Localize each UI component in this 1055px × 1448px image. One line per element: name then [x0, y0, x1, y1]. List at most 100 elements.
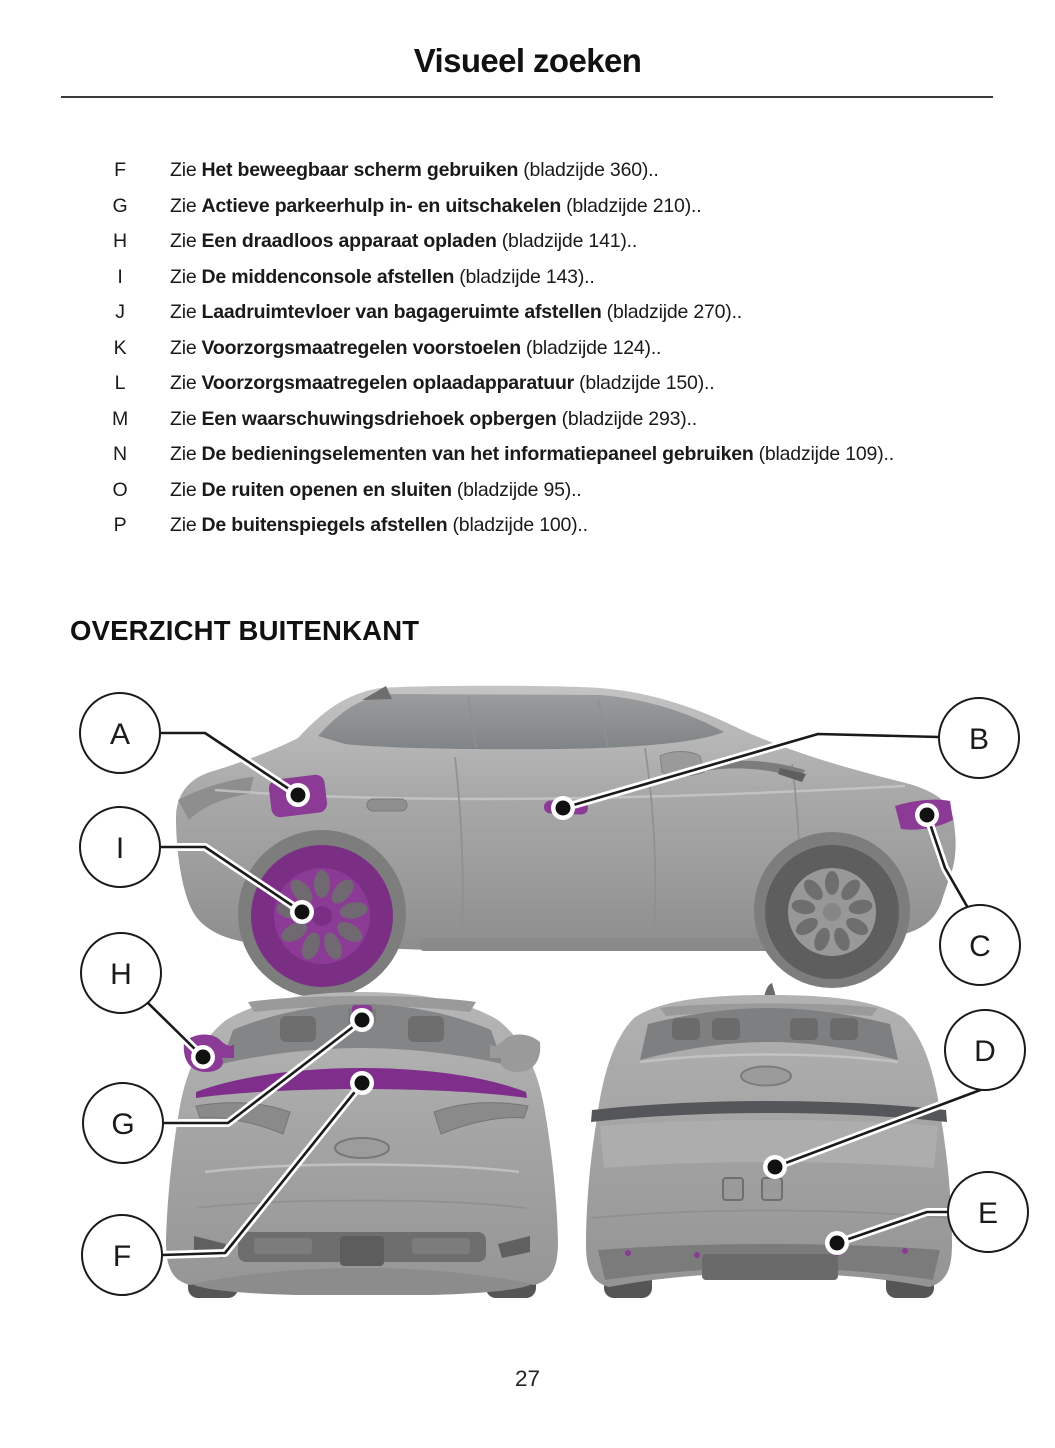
door-handle-marker — [551, 796, 575, 820]
reference-title: De bedieningselementen van het informati… — [201, 443, 754, 465]
leader-line-F — [160, 1081, 364, 1257]
exterior-mirror-marker — [191, 1045, 215, 1069]
headrest-1 — [672, 1018, 700, 1040]
see-label: Zie — [170, 159, 197, 181]
callout-A: A — [79, 692, 161, 774]
callout-B: B — [938, 697, 1020, 779]
leader-line-I — [158, 845, 304, 914]
spoiler-line — [639, 1053, 899, 1064]
reference-letter: G — [112, 194, 128, 217]
interior-mirror-marker — [350, 1008, 374, 1032]
callout-H: H — [80, 932, 162, 1014]
front-radar-module — [340, 1236, 384, 1266]
callout-letter-D: D — [974, 1035, 996, 1068]
callout-D: D — [944, 1009, 1026, 1091]
callout-E: E — [947, 1171, 1029, 1253]
c-pillar — [597, 698, 609, 748]
liftgate-marker — [763, 1155, 787, 1179]
reference-title: Actieve parkeerhulp in- en uitschakelen — [201, 194, 562, 217]
page-reference: (bladzijde 360).. — [523, 159, 659, 181]
front-crease — [204, 1163, 520, 1174]
grille-detail-right — [412, 1238, 470, 1254]
charge-port-marker — [286, 783, 310, 807]
see-label: Zie — [170, 407, 197, 430]
reference-letter: P — [113, 514, 127, 536]
cowl-shadow — [700, 760, 805, 778]
reference-title: Laadruimtevloer van bagageruimte afstell… — [201, 301, 602, 323]
reference-letter: N — [113, 443, 127, 465]
page-reference: (bladzijde 210).. — [566, 194, 702, 217]
reference-title: Het beweegbaar scherm gebruiken — [201, 159, 519, 181]
front-view-car — [166, 992, 558, 1298]
section-heading: OVERZICHT BUITENKANT — [70, 615, 420, 646]
headrest-2 — [712, 1018, 740, 1040]
reference-letter: F — [114, 159, 126, 181]
reference-title: De buitenspiegels afstellen — [201, 514, 448, 536]
b-pillar — [467, 696, 477, 749]
front-crease-2 — [197, 1199, 527, 1209]
rear-bumper-marker — [825, 1231, 849, 1255]
parking-sensor-4 — [902, 1248, 908, 1254]
rear-view-car — [586, 983, 952, 1298]
headrest-4 — [830, 1018, 858, 1040]
front-hub — [823, 903, 841, 921]
callout-letter-C: C — [969, 930, 991, 963]
page-title: Visueel zoeken — [413, 42, 642, 79]
see-label: Zie — [170, 230, 197, 252]
see-label: Zie — [170, 265, 197, 288]
side-glass — [318, 694, 724, 750]
leader-line-C — [925, 813, 970, 910]
left-seat — [280, 1016, 316, 1042]
antenna-fin — [362, 686, 392, 700]
door-line-rear — [454, 756, 464, 950]
right-mirror — [490, 1034, 541, 1072]
see-label: Zie — [170, 301, 197, 323]
reference-letter: I — [117, 265, 123, 288]
page-number: 27 — [514, 1366, 541, 1391]
leader-line-A — [158, 731, 300, 797]
wheel-marker — [290, 900, 314, 924]
tailgate-button-right — [761, 1177, 783, 1201]
tailgate-button-left — [722, 1177, 744, 1201]
right-seat — [408, 1016, 444, 1042]
front-bumper-lip — [192, 1268, 532, 1295]
rear-bumper-recess — [702, 1254, 838, 1280]
leader-line-E — [835, 1210, 950, 1245]
page-reference: (bladzijde 293).. — [561, 407, 698, 430]
door-line-front — [644, 747, 657, 949]
right-headlight — [433, 1102, 529, 1135]
reference-title: De middenconsole afstellen — [201, 265, 455, 288]
see-label: Zie — [170, 514, 197, 536]
page-reference: (bladzijde 270).. — [606, 301, 743, 323]
callout-letter-B: B — [969, 723, 989, 756]
page-reference: (bladzijde 100).. — [452, 514, 589, 536]
reference-letter: K — [113, 336, 127, 359]
leader-line-H — [146, 1001, 205, 1059]
reference-letter: H — [113, 230, 127, 252]
see-label: Zie — [170, 372, 197, 394]
headlight-marker — [915, 803, 939, 827]
page-reference: (bladzijde 95).. — [456, 478, 582, 501]
reference-title: Een draadloos apparaat opladen — [201, 230, 497, 252]
rear-bumper-crease — [591, 1209, 947, 1219]
callout-circles: A B C D E F G — [79, 692, 1029, 1296]
grille-detail-left — [254, 1238, 312, 1254]
page-reference: (bladzijde 150).. — [579, 372, 715, 394]
